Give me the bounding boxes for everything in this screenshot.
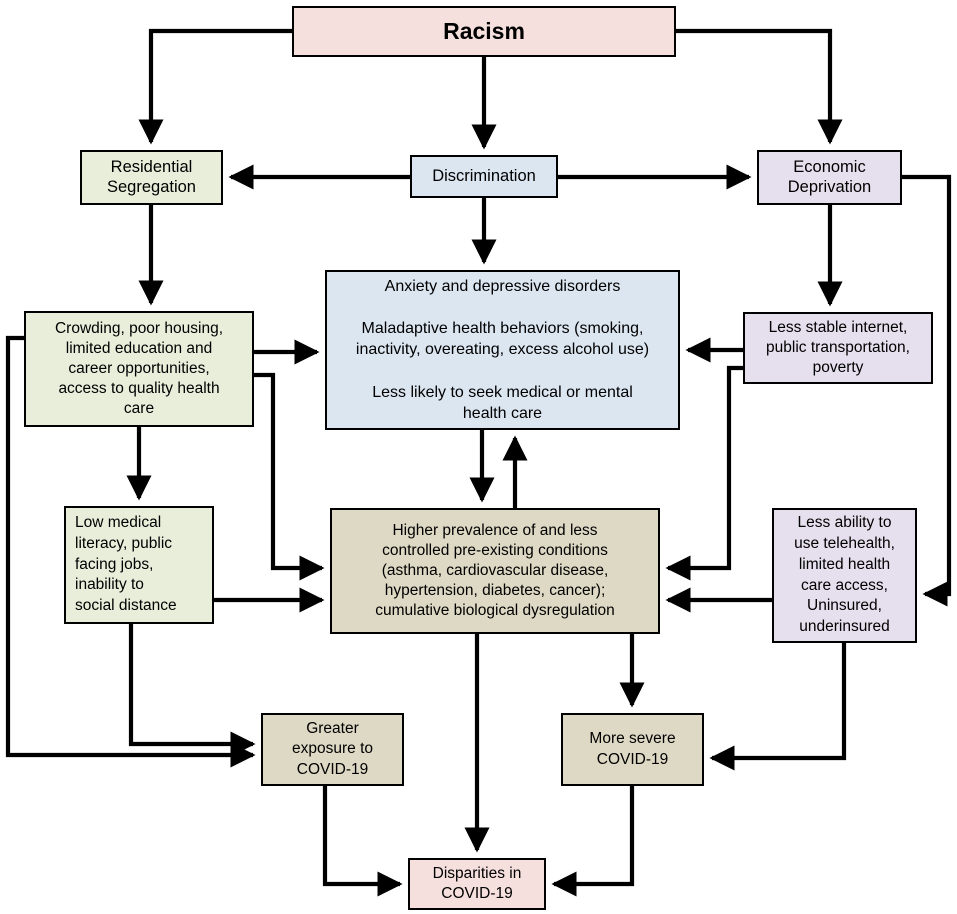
edge-more-severe-to-disparities: [551, 786, 635, 897]
node-residential-segregation-label: Residential Segregation: [107, 158, 196, 196]
edge-telehealth-to-more-severe: [709, 643, 847, 771]
node-greater-exposure-label: Greater exposure to COVID-19: [292, 720, 373, 778]
node-low-medical-literacy-label: Low medical literacy, public facing jobs…: [75, 513, 177, 615]
node-discrimination-label: Discrimination: [432, 166, 536, 185]
node-higher-prevalence-conditions-label: Higher prevalence of and less controlled…: [375, 521, 615, 620]
node-more-severe[interactable]: More severe COVID-19: [561, 713, 704, 786]
node-less-ability-telehealth[interactable]: Less ability to use telehealth, limited …: [772, 508, 917, 643]
node-economic-deprivation-label: Economic Deprivation: [787, 158, 872, 196]
edge-low-medical-literacy-to-greater-exposure: [128, 624, 256, 757]
node-economic-deprivation[interactable]: Economic Deprivation: [757, 150, 902, 205]
edge-racism-to-residential-segregation: [138, 28, 292, 145]
node-disparities-label: Disparities in COVID-19: [432, 864, 522, 902]
edge-crowding-to-higher-prevalence: [254, 372, 325, 581]
node-racism[interactable]: Racism: [292, 6, 676, 57]
node-mental-health-behaviors[interactable]: Anxiety and depressive disorders Maladap…: [325, 270, 680, 430]
node-less-stable-internet[interactable]: Less stable internet, public transportat…: [743, 312, 933, 384]
node-higher-prevalence-conditions[interactable]: Higher prevalence of and less controlled…: [330, 508, 660, 634]
node-greater-exposure[interactable]: Greater exposure to COVID-19: [261, 713, 404, 786]
node-racism-label: Racism: [443, 18, 525, 44]
edge-greater-exposure-to-disparities: [322, 786, 403, 897]
node-less-ability-telehealth-label: Less ability to use telehealth, limited …: [794, 513, 895, 636]
node-crowding-housing-label: Crowding, poor housing, limited educatio…: [54, 319, 224, 418]
node-disparities[interactable]: Disparities in COVID-19: [408, 858, 546, 910]
node-less-stable-internet-label: Less stable internet, public transportat…: [766, 318, 910, 377]
node-crowding-housing[interactable]: Crowding, poor housing, limited educatio…: [24, 311, 254, 427]
node-discrimination[interactable]: Discrimination: [410, 155, 558, 198]
node-residential-segregation[interactable]: Residential Segregation: [80, 150, 223, 205]
edge-racism-to-economic-deprivation: [676, 28, 843, 145]
node-more-severe-label: More severe COVID-19: [589, 730, 676, 768]
node-mental-health-behaviors-label: Anxiety and depressive disorders Maladap…: [355, 278, 650, 422]
node-low-medical-literacy[interactable]: Low medical literacy, public facing jobs…: [64, 506, 214, 624]
